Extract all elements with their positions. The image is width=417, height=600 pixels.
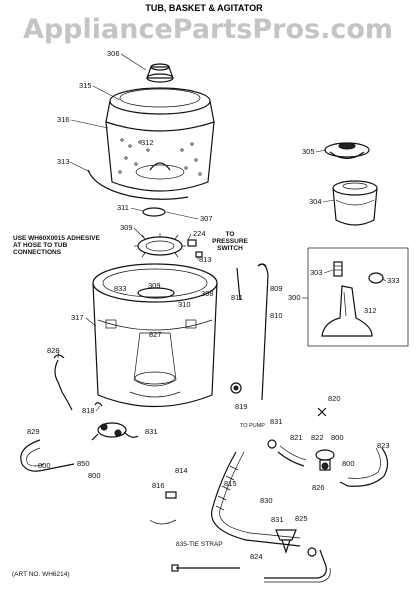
clip-820 [317,407,327,417]
leader-lines [57,53,387,412]
hose-824 [339,447,389,487]
agitator-cap-306 [146,63,174,83]
label-818: 818 [82,406,95,415]
clip-318 [94,402,103,407]
balance-ring-313 [87,169,189,200]
label-831-b: 831 [145,427,158,436]
agitator-303 [333,261,343,277]
label-824: 823 [377,441,390,450]
agitator-body-312 [321,285,373,337]
label-308: 308 [201,289,214,298]
clip-224 [187,239,203,258]
label-312-basket: 312 [141,138,154,147]
grommet-819 [230,382,242,394]
note-adhesive-3: CONNECTIONS [13,249,62,256]
watermark: AppliancePartsPros.com [23,14,393,45]
label-822: 822 [311,433,324,442]
note-pressure-3: SWITCH [217,245,243,252]
label-306: 306 [107,49,120,58]
agitator-cap-305 [324,142,370,160]
label-313: 313 [57,157,70,166]
label-816: 815 [224,479,237,488]
note-adhesive-2: AT HOSE TO TUB [13,242,68,249]
label-829: 829 [27,427,40,436]
tie-strap-835 [171,564,240,572]
agitator-assembly-box-300 [307,247,409,347]
note-adhesive-1: USE WH60X0015 ADHESIVE [13,235,100,242]
valve-822 [315,449,335,471]
cap-333 [368,272,384,284]
label-827: 827 [149,330,162,339]
label-811: 811 [231,293,243,302]
label-831-c: 814 [175,466,188,475]
coupling-830 [275,529,297,554]
label-307: 307 [200,214,213,223]
label-831-d: 825 [295,514,308,523]
label-810: 810 [270,311,283,320]
label-224: 224 [193,229,206,238]
note-pressure-2: PRESSURE [212,238,248,245]
label-828: 828 [47,346,60,355]
label-312-agitator: 312 [364,306,377,315]
note-art-number: (ART NO. WH6214) [12,571,70,578]
label-311: 311 [117,203,129,212]
agitator-auger-304 [332,180,378,226]
note-tie-strap: 835-TIE STRAP [176,541,223,548]
hose-815 [211,451,301,547]
label-800-b: 800 [38,461,51,470]
label-309-tub: 309 [148,281,161,290]
label-814: 816 [152,481,165,490]
diagram-title: TUB, BASKET & AGITATOR [145,3,263,13]
label-800-a: 800 [331,433,344,442]
label-316: 316 [57,115,70,124]
pressure-hose-810 [257,263,269,401]
label-809: 809 [270,284,283,293]
label-825: 824 [250,552,263,561]
outer-tub-317 [92,263,218,408]
label-300: 300 [288,293,301,302]
label-800-c: 800 [88,471,101,480]
label-800-d: 800 [342,459,355,468]
label-317: 317 [71,313,84,322]
pump-850 [91,422,139,441]
hose-825 [264,549,327,579]
label-333: 333 [387,276,400,285]
basket-drawing [105,87,215,192]
label-813: 813 [199,255,212,264]
note-to-pump: TO PUMP [240,423,265,429]
label-315: 315 [79,81,92,90]
label-820: 820 [328,394,341,403]
air-tube-811 [236,267,241,301]
label-823: 826 [312,483,325,492]
label-310: 310 [178,300,191,309]
basket-drive-gear-309 [134,233,186,258]
clamp-814 [165,491,177,499]
label-850: 850 [77,459,90,468]
hose-821 [277,451,305,467]
label-833: 833 [114,284,127,293]
hose-829 [20,439,75,472]
label-830: 831 [271,515,284,524]
label-304: 304 [309,197,322,206]
label-819: 819 [235,402,248,411]
label-815: 830 [260,496,273,505]
label-831-a: 831 [270,417,283,426]
note-pressure-1: TO [226,231,235,238]
label-303: 303 [310,268,323,277]
seal-311 [142,207,166,217]
label-821: 821 [290,433,303,442]
label-305: 305 [302,147,315,156]
part-labels: 306 315 316 312 313 311 307 309 224 813 … [27,49,400,561]
label-309-gear: 309 [120,223,133,232]
hose-828 [54,359,73,411]
